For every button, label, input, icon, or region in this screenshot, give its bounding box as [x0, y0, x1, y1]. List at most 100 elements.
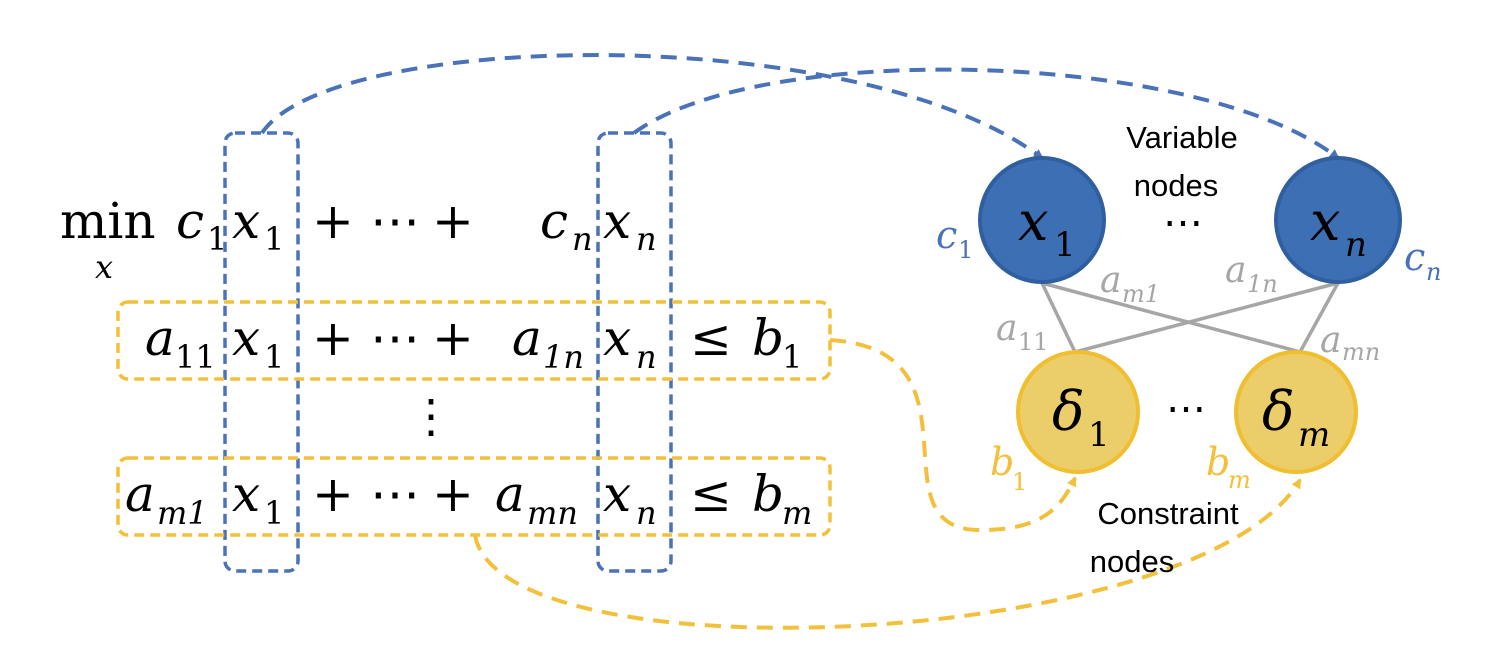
b1-subscript: 1	[782, 338, 802, 376]
edge-xn-d1	[1074, 281, 1339, 354]
arrow-row1-to-constraint-node	[829, 338, 1077, 533]
svg-text:mn: mn	[1342, 338, 1380, 366]
a11-symbol: a	[145, 309, 175, 367]
variable-node-x1: x 1	[978, 156, 1106, 284]
leq: ≤	[690, 465, 732, 523]
objective-row: min x c 1 x 1 + ⋯ + c n x n	[60, 192, 657, 286]
arrow-xn-column-to-node	[632, 67, 1340, 160]
xn-subscript: n	[636, 338, 657, 376]
edge-x1-d1	[1040, 282, 1077, 353]
plus-2: +	[432, 309, 474, 367]
plus-1: +	[312, 192, 354, 250]
min-subscript: x	[95, 248, 113, 286]
xn-node-symbol: x	[1310, 190, 1340, 253]
plus-2: +	[432, 465, 474, 523]
constraint-row-m: a m1 x 1 + ⋯ + a mn x n ≤ b m	[125, 465, 812, 532]
x1-symbol: x	[232, 192, 260, 250]
svg-text:11: 11	[1018, 328, 1049, 356]
edge-xn-dm	[1298, 282, 1340, 353]
x1-node-symbol: x	[1018, 190, 1048, 253]
cn-symbol: c	[540, 192, 568, 250]
bm-symbol: b	[752, 465, 784, 523]
xn-node-subscript: n	[1345, 225, 1367, 265]
a1n-subscript: 1n	[543, 338, 584, 376]
arrow-rowm-to-constraint-node	[473, 478, 1302, 630]
d1-node-symbol: δ	[1052, 380, 1085, 443]
amn-symbol: a	[495, 465, 525, 523]
x1-subscript: 1	[264, 338, 284, 376]
svg-text:Constraint: Constraint	[1097, 496, 1239, 531]
svg-text:b: b	[1206, 440, 1230, 484]
constraint-node-d1: δ 1	[1016, 350, 1140, 474]
edge-label-a11: a 11	[996, 308, 1049, 356]
constraint-node-dm: δ m	[1234, 350, 1358, 474]
plus-2: +	[432, 192, 474, 250]
arrow-x1-column-to-node	[260, 53, 1044, 160]
svg-text:1n: 1n	[1247, 270, 1278, 298]
svg-text:n: n	[1426, 258, 1441, 286]
a1n-symbol: a	[512, 309, 542, 367]
bm-subscript: m	[782, 494, 812, 532]
constraint-nodes-ellipsis: ⋯	[1166, 386, 1206, 432]
svg-text:a: a	[1100, 260, 1121, 301]
edge-label-a1n: a 1n	[1225, 250, 1278, 298]
weight-bm: b m	[1206, 440, 1251, 494]
cdots: ⋯	[370, 309, 420, 367]
variable-node-xn: x n	[1274, 156, 1402, 284]
svg-text:a: a	[996, 308, 1017, 349]
weight-cn: c n	[1404, 235, 1441, 286]
svg-text:c: c	[1404, 235, 1425, 279]
svg-text:Variable: Variable	[1126, 120, 1237, 155]
weight-c1: c 1	[936, 213, 973, 264]
xn-symbol: x	[603, 192, 631, 250]
x1-symbol: x	[232, 309, 260, 367]
svg-text:m: m	[1228, 466, 1251, 494]
xn-subscript: n	[636, 494, 657, 532]
variable-nodes-label: Variable nodes	[1126, 120, 1237, 203]
c1-subscript: 1	[207, 220, 227, 258]
xn-symbol: x	[603, 309, 631, 367]
xn-subscript: n	[636, 220, 657, 258]
cdots: ⋯	[370, 465, 420, 523]
min-operator: min	[60, 192, 156, 250]
svg-text:1: 1	[958, 236, 973, 264]
svg-text:a: a	[1225, 250, 1246, 291]
leq: ≤	[690, 309, 732, 367]
column-box-xn	[596, 131, 673, 573]
constraint-nodes-label: Constraint nodes	[1090, 496, 1239, 579]
am1-symbol: a	[125, 465, 155, 523]
svg-text:a: a	[1320, 320, 1341, 361]
a11-subscript: 11	[175, 338, 216, 376]
plus-1: +	[312, 309, 354, 367]
plus-1: +	[312, 465, 354, 523]
cdots: ⋯	[370, 192, 420, 250]
vertical-dots: ⋮	[408, 389, 454, 443]
b1-symbol: b	[752, 309, 784, 367]
svg-text:m1: m1	[1122, 280, 1160, 308]
x1-subscript: 1	[264, 220, 284, 258]
weight-b1: b 1	[990, 440, 1027, 496]
x1-node-subscript: 1	[1054, 225, 1076, 265]
svg-text:b: b	[990, 440, 1014, 484]
edge-label-amn: a mn	[1320, 320, 1380, 366]
variable-nodes-ellipsis: ⋯	[1163, 200, 1203, 246]
svg-text:1: 1	[1012, 468, 1027, 496]
graph-edges	[1040, 281, 1340, 354]
svg-text:nodes: nodes	[1134, 168, 1218, 203]
dm-node-subscript: m	[1298, 415, 1330, 455]
svg-text:nodes: nodes	[1090, 544, 1174, 579]
cn-subscript: n	[572, 220, 593, 258]
row-box-constraint-m	[116, 456, 832, 537]
d1-node-subscript: 1	[1088, 415, 1110, 455]
am1-subscript: m1	[157, 494, 208, 532]
constraint-row-1: a 11 x 1 + ⋯ + a 1n x n ≤ b 1	[145, 309, 802, 376]
x1-subscript: 1	[264, 494, 284, 532]
dm-node-symbol: δ	[1262, 380, 1295, 443]
xn-symbol: x	[603, 465, 631, 523]
c1-symbol: c	[176, 192, 204, 250]
edge-x1-dm	[1041, 281, 1301, 354]
svg-text:c: c	[936, 213, 957, 257]
amn-subscript: mn	[527, 494, 578, 532]
